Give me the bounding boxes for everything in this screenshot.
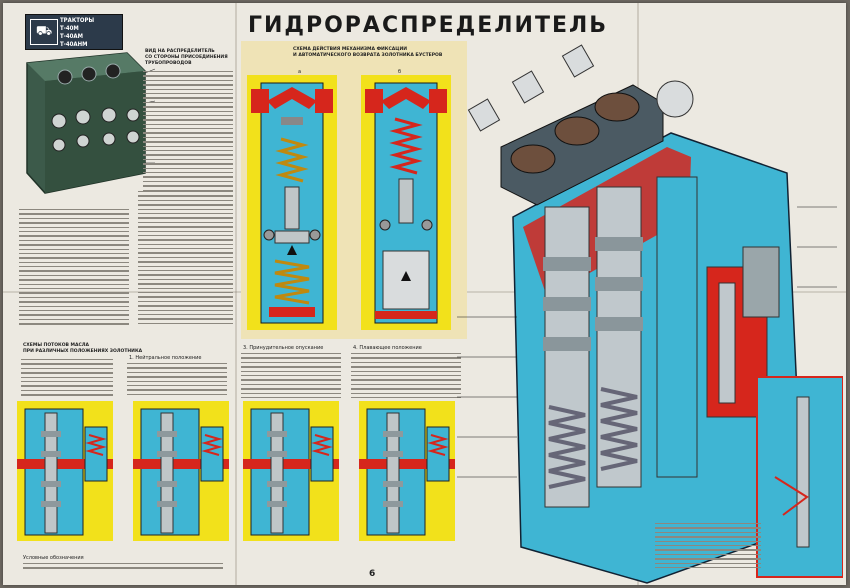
distributor-external-view	[26, 52, 156, 194]
flow-text-1	[21, 359, 113, 399]
flow-diagram-neutral	[17, 401, 114, 542]
oil-flow-diagrams	[17, 401, 456, 542]
parts-list-left	[19, 209, 129, 328]
flow-text-2	[127, 363, 227, 398]
description-text	[143, 71, 233, 194]
bottom-right-text	[655, 523, 761, 571]
variant-a-label: а	[298, 69, 302, 75]
tractor-badge: ⛟ ТРАКТОРЫ Т-40М Т-40АМ Т-40АНМ	[25, 14, 123, 50]
position-heading-3: 3. Принудительное опускание	[243, 345, 324, 351]
distributor-cutaway	[457, 44, 843, 584]
flow-text-3	[241, 353, 341, 401]
badge-models: ТРАКТОРЫ Т-40М Т-40АМ Т-40АНМ	[60, 17, 95, 48]
flow-diagram-float	[358, 401, 456, 542]
position-heading-4: 4. Плавающее положение	[353, 345, 422, 351]
legend-lines	[23, 563, 223, 572]
poster-title: ГИДРОРАСПРЕДЕЛИТЕЛЬ	[247, 13, 609, 38]
flow-text-4	[351, 353, 461, 401]
external-view-caption: ВИД НА РАСПРЕДЕЛИТЕЛЬ СО СТОРОНЫ ПРИСОЕД…	[145, 49, 228, 66]
fixation-scheme-title: СХЕМА ДЕЙСТВИЯ МЕХАНИЗМА ФИКСАЦИИ И АВТО…	[293, 47, 443, 58]
page-number: 6	[369, 569, 376, 579]
parts-list-right	[138, 191, 233, 327]
fixation-diagram-b	[361, 75, 451, 330]
tractor-icon: ⛟	[30, 19, 58, 45]
fold-line	[235, 3, 237, 585]
fixation-diagram-a	[247, 75, 337, 330]
legend-heading: Условные обозначения	[23, 555, 84, 561]
flow-diagram-lift	[132, 401, 230, 542]
poster: ⛟ ТРАКТОРЫ Т-40М Т-40АМ Т-40АНМ ГИДРОРАС…	[3, 3, 846, 585]
position-heading-1: 1. Нейтральное положение	[129, 355, 202, 361]
flow-diagram-lower	[242, 401, 340, 542]
variant-b-label: б	[398, 69, 402, 75]
oil-flow-title: СХЕМЫ ПОТОКОВ МАСЛА ПРИ РАЗЛИЧНЫХ ПОЛОЖЕ…	[23, 343, 143, 354]
